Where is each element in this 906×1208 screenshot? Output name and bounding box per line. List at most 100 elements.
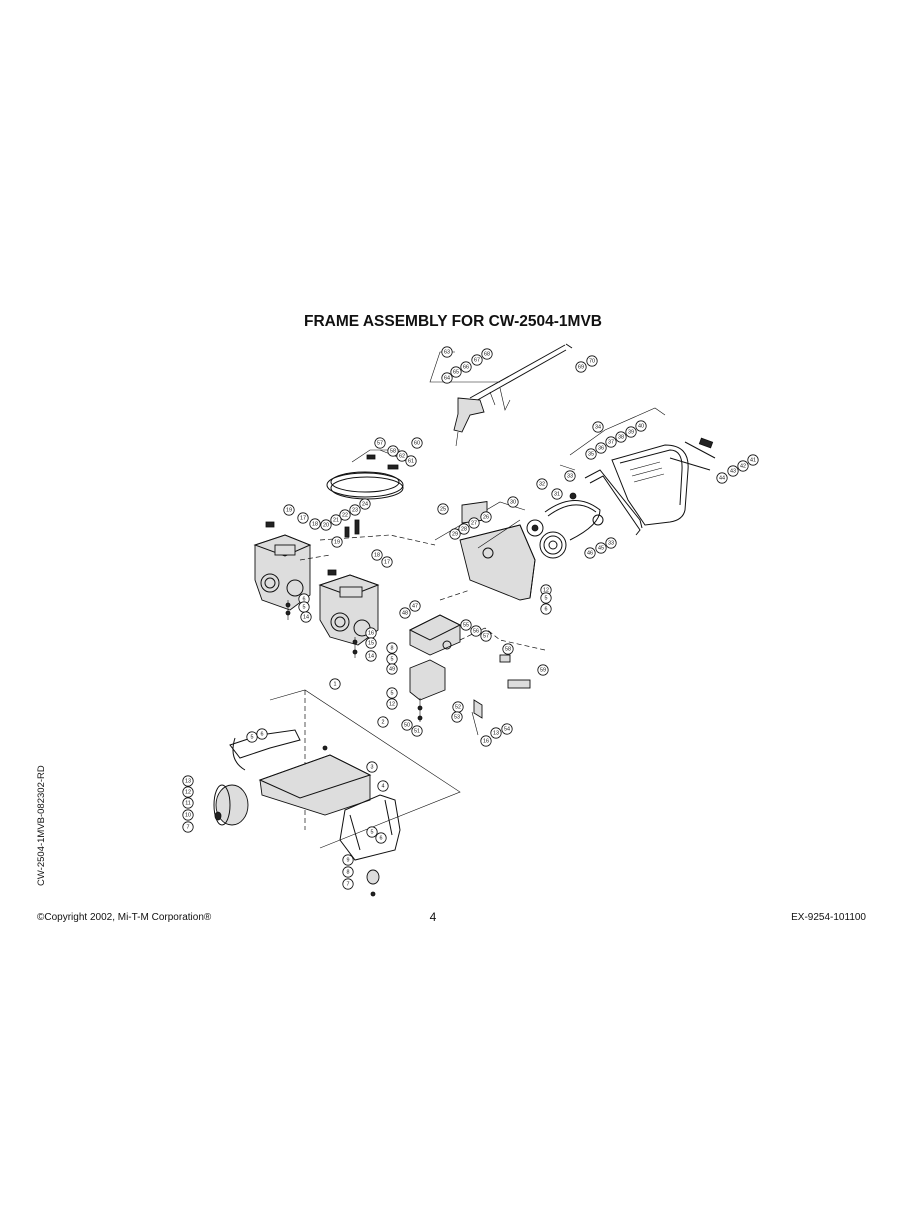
callout-25: 25 bbox=[437, 503, 449, 515]
callout-circle bbox=[411, 725, 423, 737]
callout-circle bbox=[386, 642, 398, 654]
callout-55: 55 bbox=[460, 619, 472, 631]
callout-circle bbox=[480, 735, 492, 747]
callout-circle bbox=[536, 478, 548, 490]
callout-number: 20 bbox=[323, 522, 329, 528]
callout-circle bbox=[625, 426, 637, 438]
callout-5: 5 bbox=[366, 826, 378, 838]
side-doc-code: CW-2504-1MVB-082302-RD bbox=[36, 765, 47, 886]
callout-circle bbox=[470, 625, 482, 637]
callout-circle bbox=[437, 503, 449, 515]
callout-43: 43 bbox=[727, 465, 739, 477]
callout-number: 7 bbox=[347, 881, 350, 887]
callout-number: 44 bbox=[719, 475, 725, 481]
callout-circle bbox=[737, 460, 749, 472]
callout-number: 54 bbox=[504, 726, 510, 732]
callout-15: 15 bbox=[365, 637, 377, 649]
callout-circle bbox=[381, 556, 393, 568]
callout-number: 68 bbox=[484, 351, 490, 357]
callout-circle bbox=[480, 511, 492, 523]
callout-circle bbox=[471, 354, 483, 366]
callout-14: 14 bbox=[365, 650, 377, 662]
callout-number: 47 bbox=[412, 603, 418, 609]
callout-number: 11 bbox=[185, 800, 191, 806]
callout-circle bbox=[366, 826, 378, 838]
callout-circle bbox=[330, 514, 342, 526]
footer-copyright: ©Copyright 2002, Mi-T-M Corporation® bbox=[37, 912, 212, 923]
callout-circle bbox=[256, 728, 268, 740]
callout-29: 29 bbox=[449, 528, 461, 540]
callout-18: 18 bbox=[309, 518, 321, 530]
callout-circle bbox=[375, 832, 387, 844]
callout-number: 60 bbox=[414, 440, 420, 446]
callout-circle bbox=[331, 536, 343, 548]
callout-circle bbox=[411, 437, 423, 449]
callout-13: 13 bbox=[182, 775, 194, 787]
callout-number: 24 bbox=[362, 501, 368, 507]
high-pressure-hose bbox=[326, 449, 411, 500]
callout-8: 8 bbox=[342, 866, 354, 878]
callout-12: 12 bbox=[182, 786, 194, 798]
callout-circle bbox=[441, 346, 453, 358]
callout-number: 57 bbox=[377, 440, 383, 446]
callout-circle bbox=[635, 420, 647, 432]
callout-61: 61 bbox=[405, 455, 417, 467]
callout-circle bbox=[365, 650, 377, 662]
callout-number: 5 bbox=[303, 604, 306, 610]
callout-16: 16 bbox=[480, 735, 492, 747]
callout-number: 49 bbox=[389, 666, 395, 672]
callout-45: 45 bbox=[595, 542, 607, 554]
callout-circle bbox=[450, 366, 462, 378]
callout-circle bbox=[401, 719, 413, 731]
belt-guard-assembly bbox=[526, 407, 716, 559]
callout-number: 27 bbox=[471, 520, 477, 526]
callout-number: 33 bbox=[567, 473, 573, 479]
callout-number: 59 bbox=[540, 667, 546, 673]
callout-circle bbox=[595, 442, 607, 454]
callout-circle bbox=[371, 549, 383, 561]
callout-65: 65 bbox=[450, 366, 462, 378]
callout-17: 17 bbox=[381, 556, 393, 568]
callout-6: 6 bbox=[256, 728, 268, 740]
callout-circle bbox=[409, 600, 421, 612]
callout-circle bbox=[458, 523, 470, 535]
callout-number: 23 bbox=[352, 507, 358, 513]
callout-circle bbox=[320, 519, 332, 531]
callout-46: 46 bbox=[584, 547, 596, 559]
callout-circle bbox=[449, 528, 461, 540]
callout-circle bbox=[551, 488, 563, 500]
callout-number: 12 bbox=[389, 701, 395, 707]
callout-number: 21 bbox=[333, 517, 339, 523]
callout-circle bbox=[342, 878, 354, 890]
callout-number: 3 bbox=[371, 764, 374, 770]
callout-48: 48 bbox=[399, 607, 411, 619]
callout-circle bbox=[339, 509, 351, 521]
callout-number: 16 bbox=[483, 738, 489, 744]
footer-doc-code: EX-9254-101100 bbox=[791, 912, 866, 923]
callout-circle bbox=[182, 809, 194, 821]
callout-number: 26 bbox=[483, 514, 489, 520]
callout-19: 19 bbox=[283, 504, 295, 516]
callout-58: 58 bbox=[502, 643, 514, 655]
callout-number: 55 bbox=[463, 622, 469, 628]
callout-44: 44 bbox=[716, 472, 728, 484]
callout-56: 56 bbox=[470, 625, 482, 637]
callout-5: 5 bbox=[386, 653, 398, 665]
callout-circle bbox=[605, 436, 617, 448]
callout-69: 69 bbox=[575, 361, 587, 373]
callout-number: 28 bbox=[461, 526, 467, 532]
callout-16: 16 bbox=[365, 627, 377, 639]
callout-number: 19 bbox=[286, 507, 292, 513]
callout-circle bbox=[182, 775, 194, 787]
callout-number: 7 bbox=[187, 824, 190, 830]
callout-circle bbox=[342, 854, 354, 866]
callout-circle bbox=[182, 797, 194, 809]
callout-number: 50 bbox=[404, 722, 410, 728]
callout-57: 57 bbox=[374, 437, 386, 449]
callout-circle bbox=[480, 630, 492, 642]
callout-number: 17 bbox=[384, 559, 390, 565]
callout-circle bbox=[300, 611, 312, 623]
callout-number: 31 bbox=[554, 491, 560, 497]
callout-36: 36 bbox=[595, 442, 607, 454]
